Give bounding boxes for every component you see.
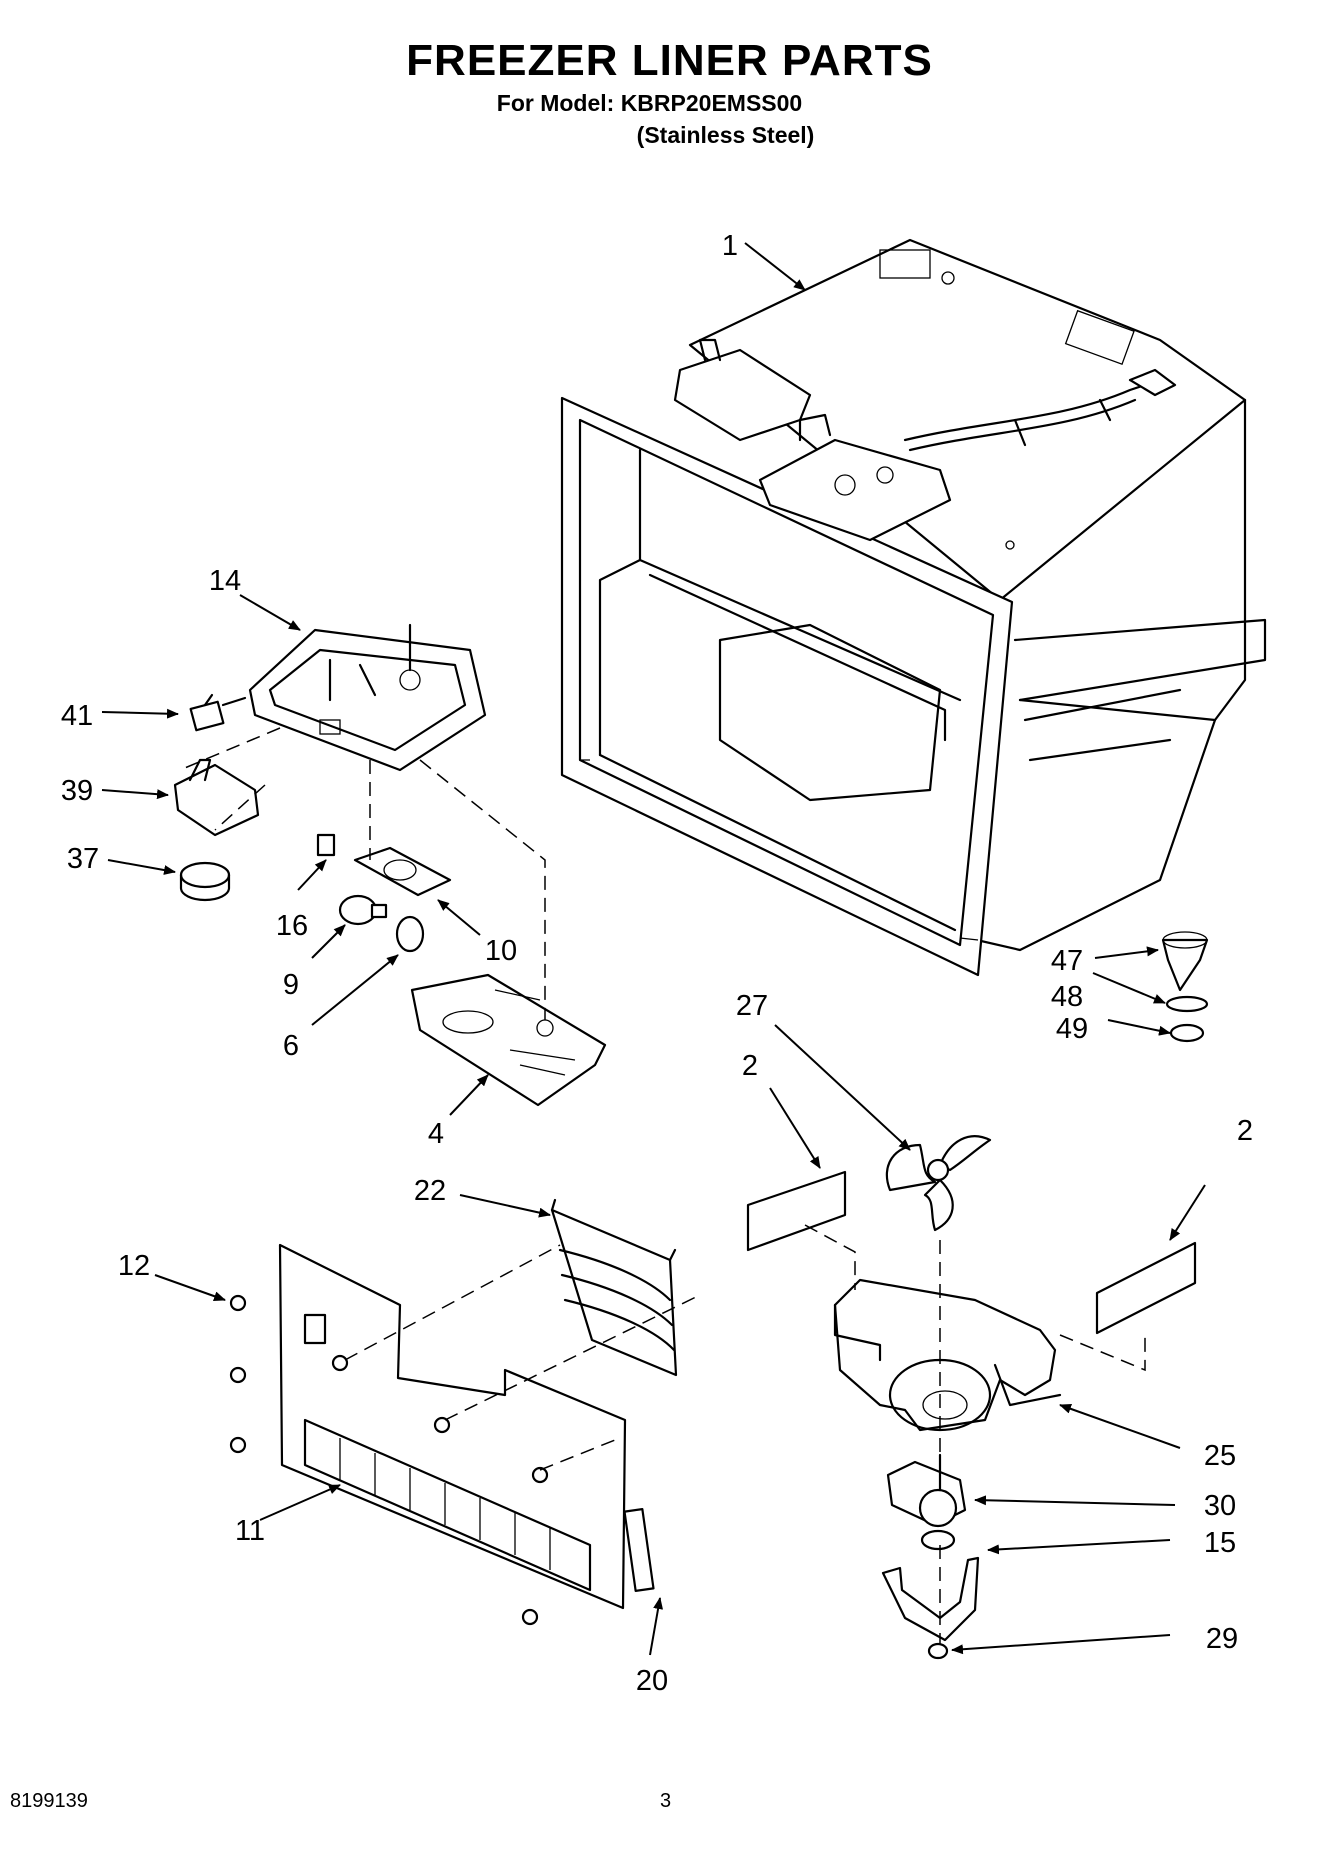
callout-41: 41 bbox=[61, 700, 93, 732]
bracket-39 bbox=[173, 758, 260, 837]
motor-bracket-15 bbox=[881, 1556, 980, 1642]
callout-16: 16 bbox=[276, 910, 308, 942]
freezer-liner bbox=[560, 238, 1267, 977]
document-number: 8199139 bbox=[10, 1790, 88, 1812]
callout-20: 20 bbox=[636, 1665, 668, 1697]
callout-4: 4 bbox=[428, 1118, 444, 1150]
upper-housing bbox=[248, 623, 487, 772]
screws-12 bbox=[229, 1294, 549, 1626]
fan-blade-27 bbox=[885, 1135, 992, 1232]
callout-1: 1 bbox=[722, 230, 738, 262]
callout-6: 6 bbox=[283, 1030, 299, 1062]
callout-9: 9 bbox=[283, 969, 299, 1001]
callout-29: 29 bbox=[1206, 1623, 1238, 1655]
callout-14: 14 bbox=[209, 565, 241, 597]
callout-2-right: 2 bbox=[1237, 1115, 1253, 1147]
fan-shroud-25 bbox=[833, 1278, 1062, 1432]
callout-47: 47 bbox=[1051, 945, 1083, 977]
foam-pad-2-left bbox=[746, 1170, 847, 1252]
callout-30: 30 bbox=[1204, 1490, 1236, 1522]
fan-motor-30 bbox=[886, 1453, 967, 1551]
switch-41 bbox=[189, 693, 247, 732]
light-housing-10 bbox=[353, 846, 452, 897]
grille-22 bbox=[550, 1198, 678, 1377]
foam-pad-2-right bbox=[1095, 1241, 1197, 1335]
model-line: For Model: KBRP20EMSS00 bbox=[496, 90, 803, 116]
evaporator-cover-11 bbox=[278, 1243, 655, 1610]
callout-39: 39 bbox=[61, 775, 93, 807]
callout-11: 11 bbox=[235, 1515, 265, 1547]
callout-12: 12 bbox=[118, 1250, 150, 1282]
nut-29 bbox=[927, 1642, 949, 1660]
knob-37 bbox=[179, 861, 231, 902]
socket-6 bbox=[395, 915, 425, 953]
switch-16 bbox=[316, 833, 336, 857]
callout-27: 27 bbox=[736, 990, 768, 1022]
callout-25: 25 bbox=[1204, 1440, 1236, 1472]
page-number: 3 bbox=[660, 1790, 672, 1812]
callout-10: 10 bbox=[485, 935, 517, 967]
light-bulb-9 bbox=[338, 894, 388, 926]
callout-48: 48 bbox=[1051, 981, 1083, 1013]
callout-37: 37 bbox=[67, 843, 99, 875]
page-title: FREEZER LINER PARTS bbox=[406, 36, 933, 85]
callout-15: 15 bbox=[1204, 1527, 1236, 1559]
callout-49: 49 bbox=[1056, 1013, 1088, 1045]
callout-22: 22 bbox=[414, 1175, 446, 1207]
callout-leaders bbox=[101, 242, 1206, 1656]
callout-2-left: 2 bbox=[742, 1050, 758, 1082]
variant-line: (Stainless Steel) bbox=[636, 122, 815, 148]
light-shield-4 bbox=[410, 973, 607, 1107]
damper-parts bbox=[1161, 931, 1209, 1043]
